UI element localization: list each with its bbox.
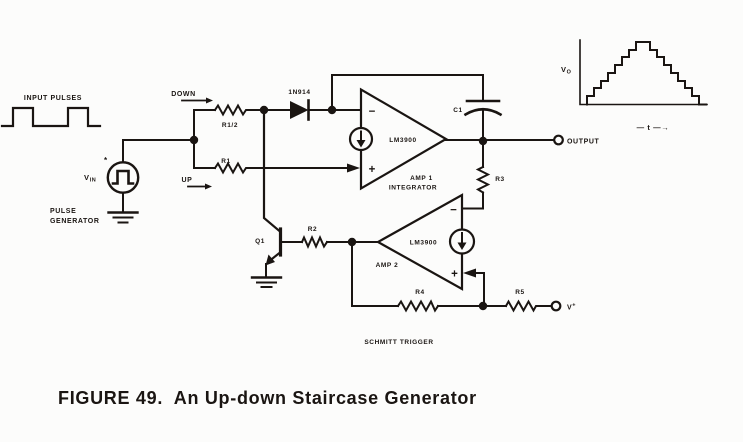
figure-caption: FIGURE 49. An Up-down Staircase Generato… bbox=[58, 388, 477, 408]
diode-label: 1N914 bbox=[288, 89, 310, 96]
up-wire bbox=[193, 139, 216, 169]
q1-ground-icon bbox=[250, 276, 283, 288]
input-pulses-label: INPUT PULSES bbox=[24, 95, 82, 102]
output-terminal-icon bbox=[553, 134, 564, 146]
vplus-terminal-icon bbox=[550, 300, 562, 312]
feedback-capacitor: C1 bbox=[331, 74, 503, 142]
staircase-trace-icon bbox=[586, 41, 707, 106]
output-label: OUTPUT bbox=[567, 139, 599, 146]
vin-note-mark: * bbox=[104, 156, 108, 165]
r3-label: R3 bbox=[495, 176, 505, 183]
pulse-symbol-icon bbox=[111, 169, 135, 185]
pulse-train-icon bbox=[0, 106, 102, 128]
amp2-plus-arrowhead-icon bbox=[463, 268, 476, 278]
node-output-junction bbox=[478, 136, 488, 146]
r2-label: R2 bbox=[308, 226, 318, 233]
c1-curved-plate bbox=[463, 107, 503, 117]
down-arrowhead-icon bbox=[206, 97, 213, 104]
graph-axes bbox=[579, 39, 708, 106]
vin-label: VIN bbox=[84, 173, 96, 184]
resistor-r2-icon bbox=[300, 235, 329, 249]
pulse-generator-source: * VIN PULSE GENERATOR bbox=[50, 139, 195, 225]
amp2-schmitt: − + LM3900 AMP 2 bbox=[347, 193, 485, 307]
amp2-device-label: LM3900 bbox=[410, 240, 437, 247]
amp1-integrator: − + LM3900 AMP 1 INTEGRATOR bbox=[348, 87, 555, 192]
amp1-device-label: LM3900 bbox=[389, 137, 416, 144]
schmitt-trigger-label: SCHMITT TRIGGER bbox=[364, 339, 433, 346]
vplus-label: V+ bbox=[567, 303, 576, 312]
r1-label: R1 bbox=[221, 158, 231, 165]
node-r4-r5-junction bbox=[478, 301, 488, 311]
resistor-r1-icon bbox=[213, 161, 249, 175]
input-pulse-waveform: INPUT PULSES bbox=[0, 95, 102, 128]
r1-2-label: R1/2 bbox=[222, 122, 238, 129]
diode-icon bbox=[290, 101, 309, 119]
amp1-plus-input: + bbox=[369, 164, 376, 176]
vin-to-node-wire bbox=[122, 139, 195, 164]
resistor-r4-icon bbox=[396, 299, 440, 313]
q1-collector-wire bbox=[262, 108, 282, 234]
amp1-minus-input: − bbox=[369, 106, 376, 118]
up-arrowhead-icon bbox=[205, 183, 212, 190]
amp1-cs-arrowhead-icon bbox=[356, 140, 366, 148]
amp1-name-label: AMP 1 bbox=[410, 175, 433, 182]
time-axis-label: — t —→ bbox=[637, 123, 670, 132]
pulse-generator-label-line2: GENERATOR bbox=[50, 218, 99, 225]
voltage-source-icon bbox=[106, 161, 140, 194]
down-label: DOWN bbox=[171, 91, 196, 98]
resistor-r1-2-icon bbox=[213, 103, 249, 117]
feedback-wire bbox=[331, 74, 484, 111]
pulse-generator-label-line1: PULSE bbox=[50, 208, 76, 215]
down-wire bbox=[193, 109, 216, 141]
resistor-r5-icon bbox=[504, 299, 539, 313]
r4-label: R4 bbox=[415, 289, 425, 296]
c1-label: C1 bbox=[453, 107, 463, 114]
r3-to-amp2-wire bbox=[461, 191, 484, 210]
ground-icon bbox=[107, 211, 139, 224]
amp2-cs-arrowhead-icon bbox=[457, 242, 467, 250]
amp2-name-label: AMP 2 bbox=[376, 262, 399, 269]
vo-axis-label: VO bbox=[561, 65, 572, 76]
output-terminal: OUTPUT bbox=[553, 134, 599, 146]
up-label: UP bbox=[182, 177, 193, 184]
r5-label: R5 bbox=[515, 289, 525, 296]
amp2-plus-wire bbox=[475, 272, 485, 307]
r4-r5-branch: R4 R5 V+ bbox=[351, 241, 576, 313]
amp1-role-label: INTEGRATOR bbox=[389, 185, 437, 192]
amp2-plus-input: + bbox=[451, 269, 458, 281]
up-branch: UP R1 bbox=[182, 139, 360, 190]
r3-branch: R3 bbox=[461, 143, 505, 210]
r2-branch: R2 bbox=[280, 226, 353, 249]
q1-label: Q1 bbox=[255, 238, 265, 245]
q1-transistor: Q1 bbox=[250, 108, 283, 288]
q1-emitter-arrowhead-icon bbox=[265, 254, 275, 266]
resistor-r3-icon bbox=[475, 165, 491, 194]
amp2-minus-input: − bbox=[450, 205, 457, 217]
plus-input-arrowhead-icon bbox=[347, 163, 360, 173]
junction-to-r4-wire bbox=[351, 241, 399, 307]
vo-staircase-graph: VO — t —→ bbox=[561, 39, 708, 132]
